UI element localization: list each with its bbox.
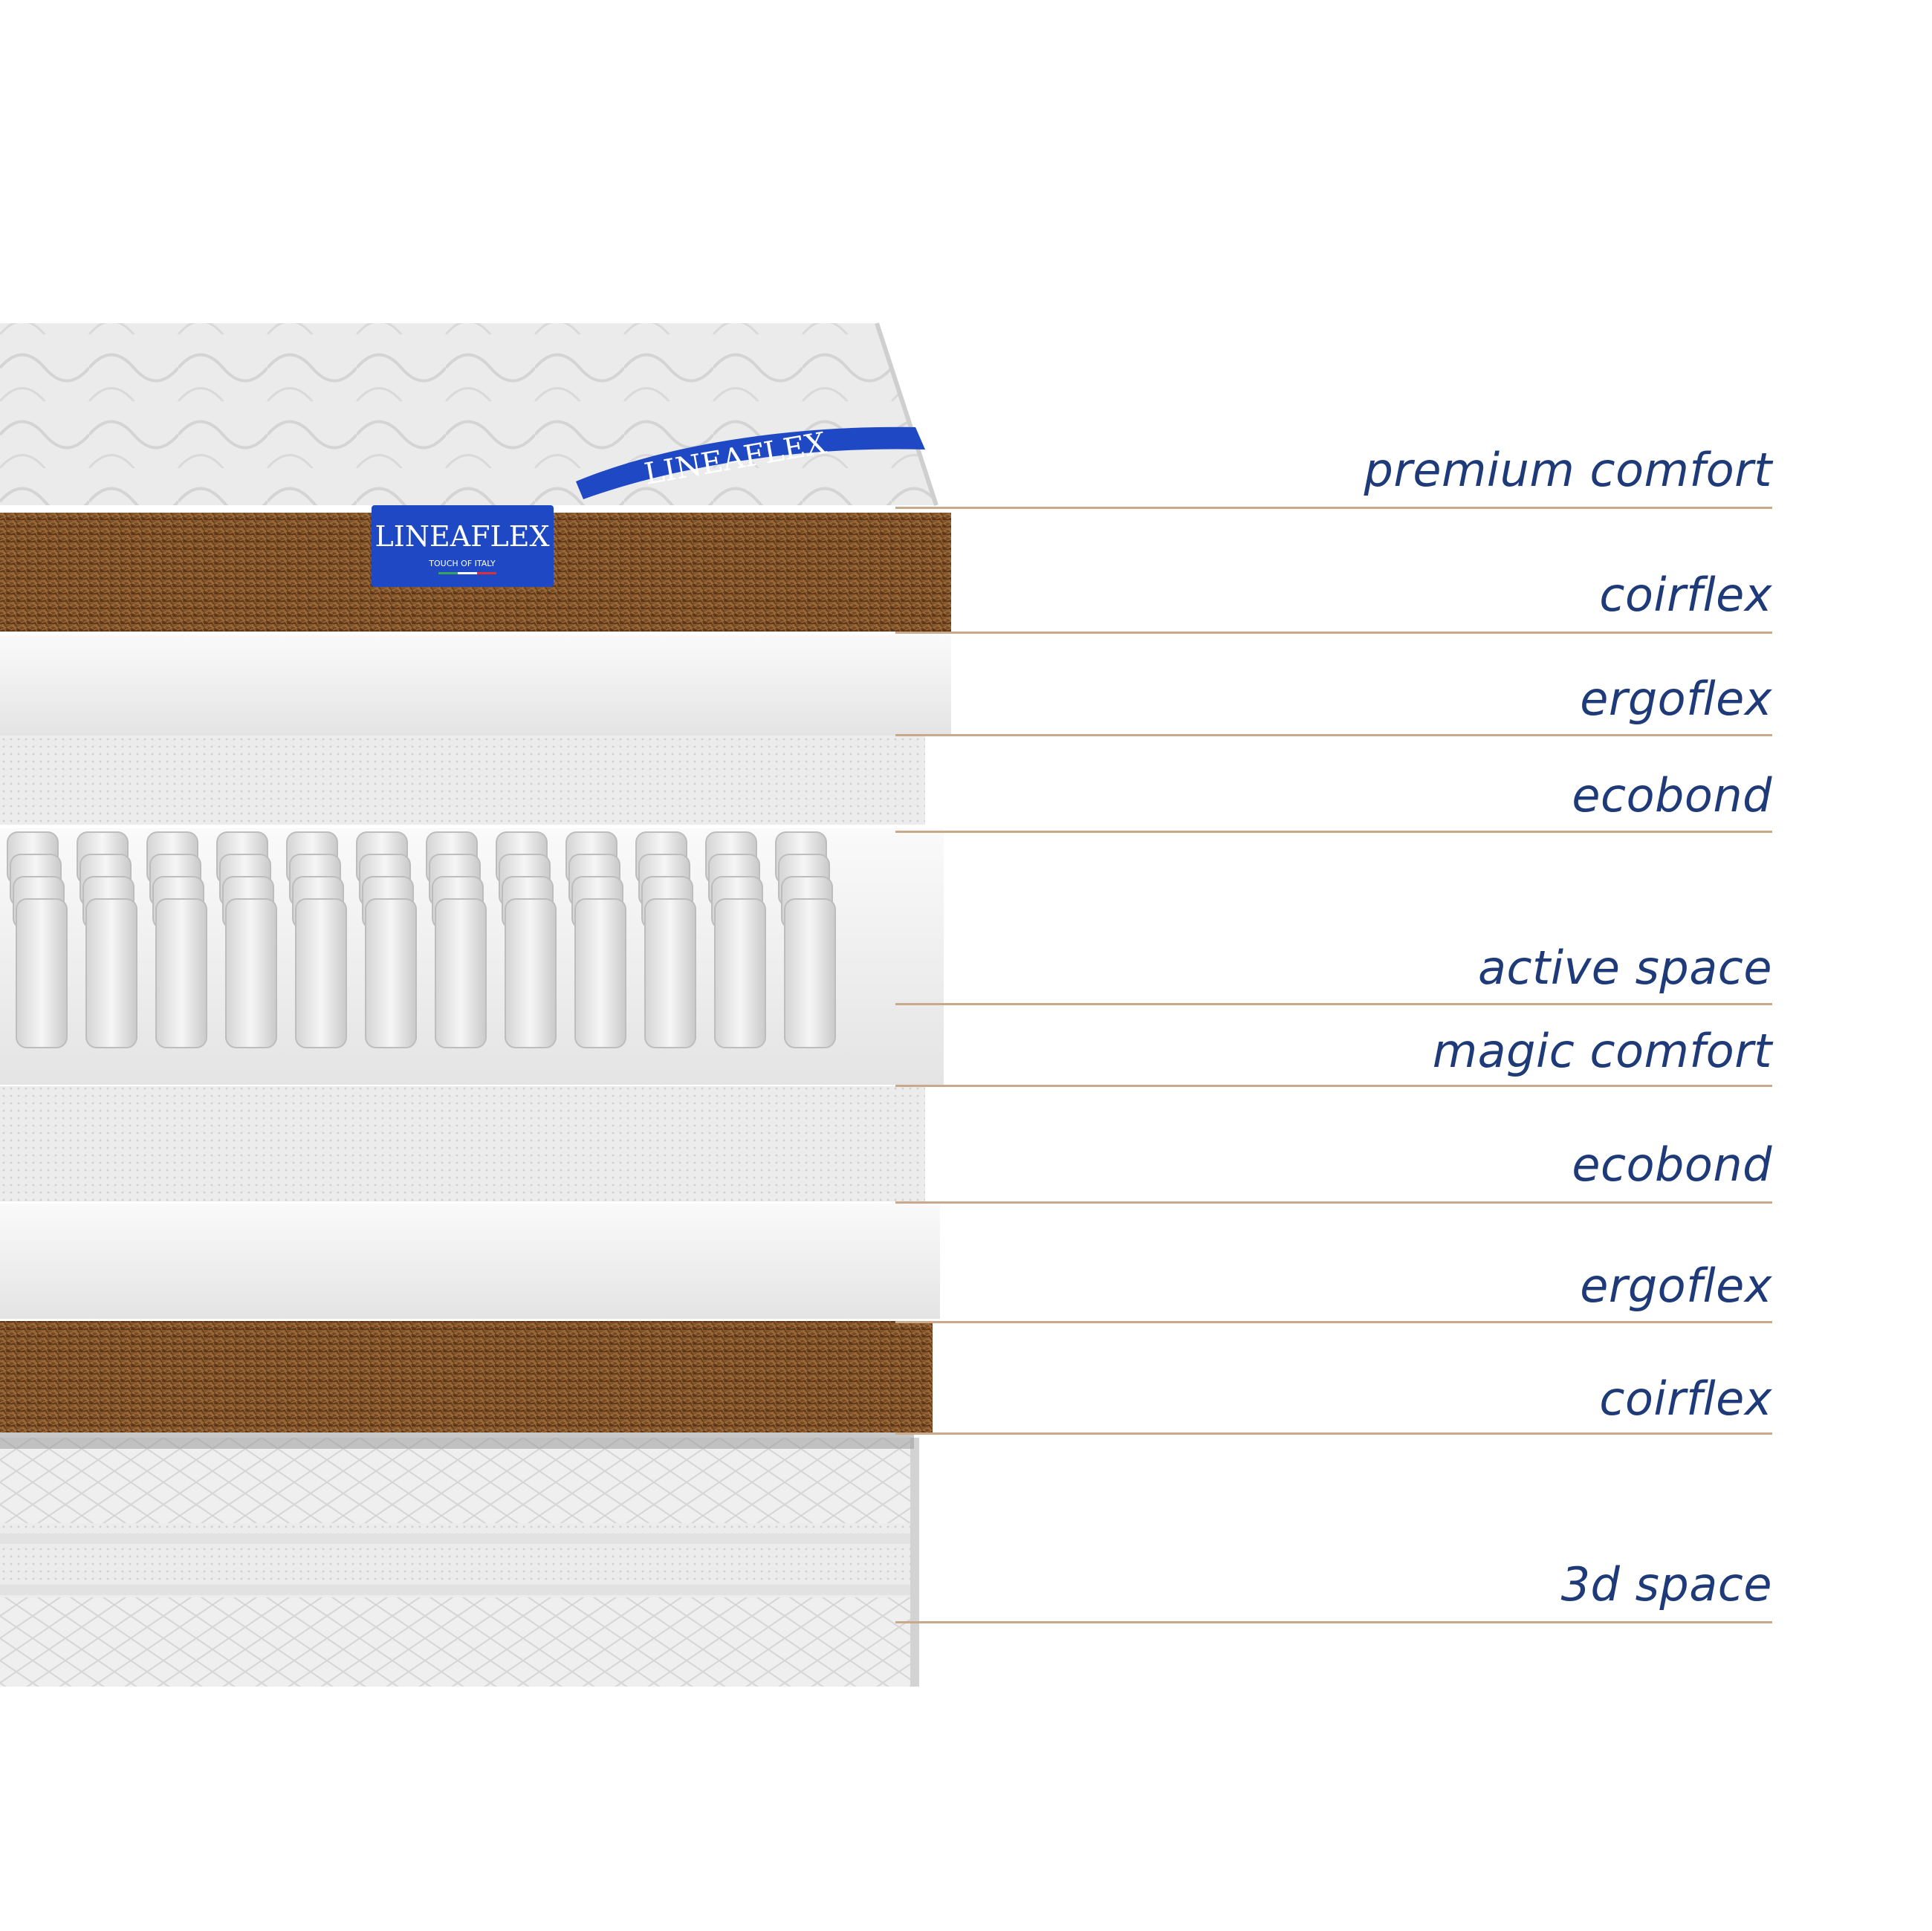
leader-line bbox=[895, 1621, 1772, 1623]
pocket-spring bbox=[225, 898, 277, 1048]
pocket-spring bbox=[574, 898, 626, 1048]
layer-label: ergoflex bbox=[1580, 1259, 1772, 1313]
pocket-spring bbox=[505, 898, 557, 1048]
layer-ecobond-top bbox=[0, 736, 925, 825]
layer-premium-comfort bbox=[0, 322, 939, 506]
leader-line bbox=[895, 632, 1772, 634]
layer-label: coirflex bbox=[1599, 568, 1772, 622]
layer-label: premium comfort bbox=[1364, 443, 1772, 497]
leader-line bbox=[895, 1201, 1772, 1204]
leader-line bbox=[895, 1003, 1772, 1005]
layer-active-space bbox=[7, 831, 836, 1048]
layer-label: 3d space bbox=[1560, 1557, 1772, 1612]
leader-line bbox=[895, 1085, 1772, 1087]
pocket-spring bbox=[365, 898, 417, 1048]
leader-line bbox=[895, 507, 1772, 509]
pocket-spring bbox=[16, 898, 68, 1048]
layer-ergoflex-top bbox=[0, 635, 951, 736]
layer-label: coirflex bbox=[1599, 1372, 1772, 1426]
leader-line bbox=[895, 831, 1772, 833]
brand-tag-front-text: LINEAFLEX bbox=[375, 520, 549, 553]
layer-label: active space bbox=[1477, 941, 1772, 995]
layer-3d-space bbox=[0, 1432, 919, 1687]
layer-label: magic comfort bbox=[1432, 1024, 1772, 1078]
leader-line bbox=[895, 1432, 1772, 1435]
pocket-spring bbox=[85, 898, 137, 1048]
brand-tag-front: LINEAFLEX TOUCH OF ITALY bbox=[372, 505, 554, 587]
pocket-spring bbox=[714, 898, 766, 1048]
brand-tag-front-tagline: TOUCH OF ITALY bbox=[428, 559, 496, 568]
layer-ergoflex-bottom bbox=[0, 1204, 940, 1319]
pocket-spring bbox=[295, 898, 347, 1048]
layer-label: ecobond bbox=[1572, 1137, 1772, 1192]
leader-line bbox=[895, 734, 1772, 736]
layer-label: ecobond bbox=[1572, 768, 1772, 822]
pocket-spring bbox=[155, 898, 207, 1048]
layer-label: ergoflex bbox=[1580, 672, 1772, 726]
pocket-spring bbox=[435, 898, 487, 1048]
pocket-spring bbox=[644, 898, 696, 1048]
leader-line bbox=[895, 1321, 1772, 1323]
pocket-spring bbox=[784, 898, 836, 1048]
layer-ecobond-bottom bbox=[0, 1086, 925, 1201]
layer-coirflex-bottom bbox=[0, 1321, 933, 1432]
